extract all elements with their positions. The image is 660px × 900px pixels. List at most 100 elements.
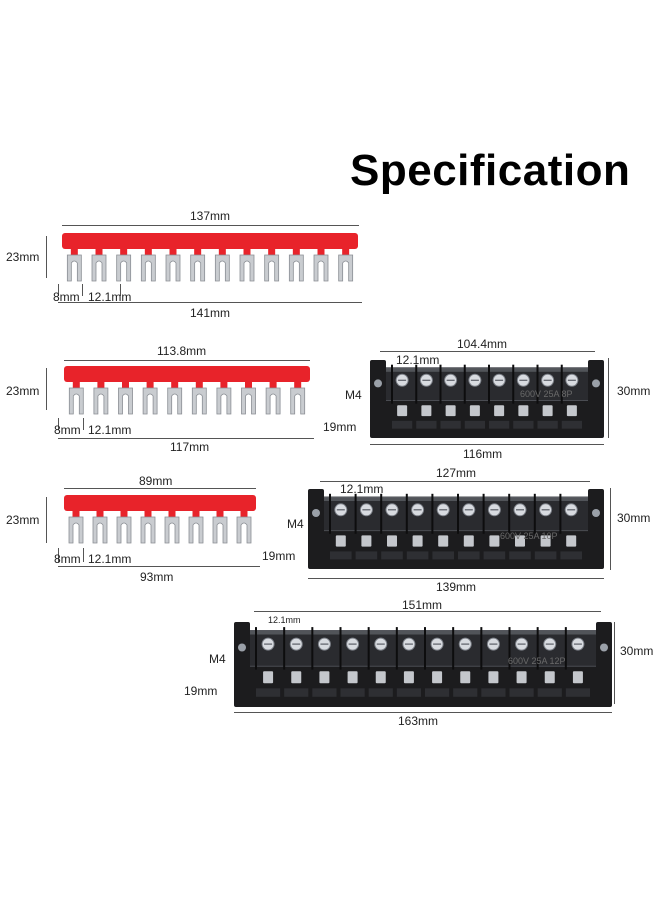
terminal-position	[480, 627, 506, 697]
dim-line	[64, 360, 310, 361]
fork-prong	[265, 380, 281, 415]
jumper-image	[64, 366, 310, 415]
fork-prong	[118, 380, 133, 415]
jumper-total-length: 117mm	[170, 440, 210, 454]
screw-head	[488, 671, 499, 684]
fork-prong	[236, 509, 252, 544]
fork-prong	[167, 380, 183, 415]
terminal-position	[431, 493, 454, 560]
block-base-height: 19mm	[262, 549, 296, 563]
dim-line	[614, 622, 615, 704]
jumper-pitch: 12.1mm	[88, 423, 132, 437]
screw-head	[347, 671, 358, 684]
terminal-block-image: 600V 25A 8P	[370, 360, 604, 438]
jumper-total-length: 93mm	[140, 570, 174, 584]
dim-line	[58, 548, 59, 562]
screw-head	[518, 405, 529, 417]
jumper-pitch: 12.1mm	[88, 552, 132, 566]
dim-line	[234, 712, 612, 713]
fork-prong	[191, 380, 207, 415]
screw-head	[516, 671, 527, 684]
block-rating: 600V 25A 10P	[500, 531, 558, 541]
fork-prong	[116, 247, 132, 282]
screw-head	[263, 671, 274, 684]
terminal-position	[512, 364, 534, 429]
terminal-position	[560, 364, 582, 429]
fork-prong	[188, 509, 204, 544]
screw-head	[387, 535, 397, 547]
block-pitch: 12.1mm	[268, 615, 301, 625]
fork-prong	[142, 380, 158, 415]
block-total-length: 139mm	[436, 580, 477, 594]
terminal-position	[536, 627, 562, 697]
fork-prong	[239, 247, 255, 282]
terminal-position	[395, 627, 421, 697]
terminal-position	[424, 627, 450, 697]
block-base-height: 19mm	[184, 684, 218, 698]
dim-line	[46, 236, 47, 278]
jumper-pin-width: 8mm	[54, 423, 81, 437]
fork-prong	[68, 509, 84, 544]
fork-prong	[241, 380, 256, 415]
terminal-block-image: 600V 25A 10P	[308, 489, 604, 569]
dim-line	[254, 611, 601, 612]
terminal-position	[439, 364, 461, 429]
screw-head	[572, 671, 583, 684]
mount-hole	[592, 509, 600, 517]
dim-line	[58, 302, 362, 303]
screw-head	[489, 535, 500, 547]
fork-prong	[164, 509, 180, 544]
terminal-position	[354, 493, 378, 560]
screw-head	[421, 405, 432, 417]
screw-head	[397, 405, 408, 417]
red-bar	[64, 366, 310, 382]
block-screw-size: M4	[287, 517, 304, 531]
dim-line	[120, 284, 121, 296]
dim-line	[58, 566, 260, 567]
block-rating: 600V 25A 8P	[520, 389, 573, 399]
jumper-top-length: 113.8mm	[157, 344, 207, 358]
fork-prong	[288, 247, 304, 282]
jumper-top-length: 137mm	[190, 209, 231, 223]
screw-head	[403, 671, 414, 684]
terminal-block-image: 600V 25A 12P	[234, 622, 612, 707]
fork-prong	[91, 247, 107, 282]
terminal-position	[536, 364, 558, 429]
screw-head	[460, 671, 471, 684]
fork-prong	[190, 247, 206, 282]
terminal-position	[367, 627, 393, 697]
block-inner-length: 151mm	[402, 598, 443, 612]
fork-prong	[290, 380, 306, 415]
jumper-total-length: 141mm	[190, 306, 231, 320]
dim-line	[64, 488, 256, 489]
fork-prong	[165, 247, 181, 282]
page-title: Specification	[350, 146, 631, 195]
fork-prong	[68, 380, 84, 415]
screw-head	[494, 405, 505, 417]
screw-head	[566, 535, 577, 547]
screw-head	[540, 535, 551, 547]
screw-head	[412, 535, 423, 547]
dim-line	[320, 481, 590, 482]
terminal-position	[311, 627, 337, 697]
fork-prong	[93, 380, 109, 415]
red-bar	[64, 495, 256, 511]
dim-line	[380, 351, 595, 352]
mount-hole	[312, 509, 320, 517]
dim-line	[46, 368, 47, 410]
screw-head	[438, 535, 449, 547]
block-height: 30mm	[617, 384, 651, 398]
fork-prong	[116, 509, 132, 544]
screw-head	[542, 405, 553, 417]
terminal-position	[508, 627, 534, 697]
fork-prong	[338, 247, 354, 282]
dim-line	[58, 438, 314, 439]
mount-hole	[600, 643, 608, 652]
jumper-pitch: 12.1mm	[88, 290, 132, 304]
dim-line	[58, 418, 59, 430]
screw-head	[335, 535, 346, 547]
jumper-image	[62, 233, 358, 282]
terminal-position	[508, 493, 531, 560]
terminal-position	[482, 493, 506, 560]
block-inner-length: 104.4mm	[457, 337, 508, 351]
